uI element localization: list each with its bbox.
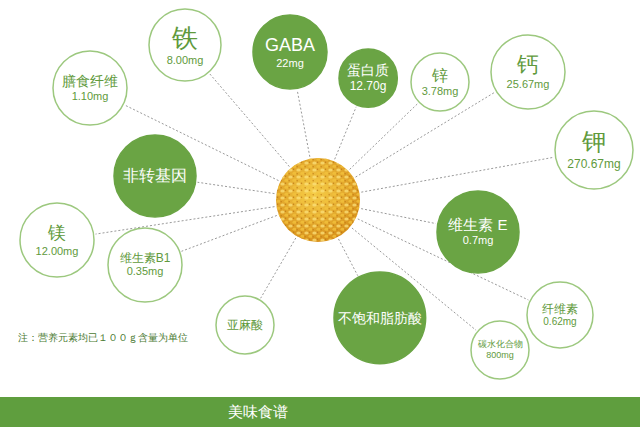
filled-circle: 维生素 E0.7mg <box>436 190 520 274</box>
filled-circle: 不饱和脂肪酸 <box>333 271 427 365</box>
text-holder: 碳水化合物800mg <box>478 339 523 361</box>
circle-shape <box>53 51 127 125</box>
outline-circle: 锌3.78mg <box>410 52 470 112</box>
filled-circle: 蛋白质12.70g <box>338 48 398 108</box>
nutrient-name: 维生素B1 <box>120 251 171 265</box>
circle-shape <box>339 49 397 107</box>
text-holder: 铁8.00mg <box>167 23 204 67</box>
nutrient-value: 12.70g <box>347 79 389 93</box>
leader-line <box>198 182 275 193</box>
nutrient-name: 蛋白质 <box>347 62 389 79</box>
circle-shape <box>527 282 593 348</box>
nutrient-name: 不饱和脂肪酸 <box>338 310 422 327</box>
nutrient-value: 8.00mg <box>167 54 204 67</box>
circle-shape <box>555 111 633 189</box>
outline-circle: 钾270.67mg <box>554 110 634 190</box>
nutrient-name: 镁 <box>36 223 79 245</box>
text-holder: 蛋白质12.70g <box>347 62 389 93</box>
text-holder: 维生素B10.35mg <box>120 251 171 279</box>
leader-line <box>335 107 356 159</box>
nutrient-value: 0.35mg <box>120 266 171 279</box>
filled-circle: GABA22mg <box>252 14 328 90</box>
circle-shape <box>253 15 327 89</box>
nutrient-value: 3.78mg <box>422 85 459 98</box>
outline-circle: 钙25.67mg <box>490 34 566 110</box>
text-holder: 纤维素0.62mg <box>542 302 578 328</box>
nutrient-name: 钙 <box>507 52 550 78</box>
nutrient-name: 亚麻酸 <box>227 318 263 332</box>
nutrient-value: 25.67mg <box>507 79 550 92</box>
outline-circle: 碳水化合物800mg <box>470 320 530 380</box>
text-holder: GABA22mg <box>265 35 315 70</box>
text-holder: 膳食纤维1.10mg <box>62 73 118 103</box>
text-holder: 维生素 E0.7mg <box>448 216 507 247</box>
outline-circle: 镁12.00mg <box>19 202 95 278</box>
leader-line <box>96 207 275 234</box>
note-text: 注：营养元素均已１００ｇ含量为单位 <box>18 332 188 344</box>
leader-lines <box>96 74 554 330</box>
text-holder: 亚麻酸 <box>227 318 263 332</box>
filled-circle: 非转基因 <box>113 134 197 218</box>
nutrient-value: 12.00mg <box>36 244 79 257</box>
circle-shape <box>149 9 221 81</box>
nutrient-name: 维生素 E <box>448 216 507 234</box>
nutrient-name: 美味食谱 <box>228 397 288 427</box>
leader-line <box>361 157 553 192</box>
nutrient-name: 膳食纤维 <box>62 73 118 90</box>
text-holder: 非转基因 <box>123 166 187 185</box>
outline-circle: 纤维素0.62mg <box>526 281 594 349</box>
leader-line <box>182 215 277 251</box>
outline-circle: 膳食纤维1.10mg <box>52 50 128 126</box>
grain-photo <box>276 158 360 242</box>
text-holder: 锌3.78mg <box>422 66 459 98</box>
circle-shape <box>216 296 274 354</box>
leader-line <box>261 238 296 298</box>
nutrient-name: 铁 <box>167 23 204 54</box>
circle-shape <box>20 203 94 277</box>
outline-circle: 铁8.00mg <box>148 8 222 82</box>
text-holder: 钙25.67mg <box>507 52 550 92</box>
nutrient-name: 碳水化合物 <box>478 339 523 350</box>
leader-line <box>338 239 357 276</box>
circle-shape <box>411 53 469 111</box>
circle-shape <box>114 135 196 217</box>
leader-line <box>297 90 310 156</box>
outline-circle: 亚麻酸 <box>215 295 275 355</box>
circle-shape <box>334 272 426 364</box>
nutrient-name: GABA <box>265 35 315 57</box>
nutrient-value: 1.10mg <box>62 90 118 103</box>
grain-texture <box>276 158 360 242</box>
circle-shape <box>108 228 182 302</box>
outline-circle: 维生素B10.35mg <box>107 227 183 303</box>
nutrient-value: 0.7mg <box>448 234 507 247</box>
leader-line <box>210 74 290 167</box>
circle-shape <box>437 191 519 273</box>
nutrient-value: 800mg <box>478 350 523 361</box>
nutrient-name: 钾 <box>567 128 620 157</box>
text-holder: 镁12.00mg <box>36 223 79 258</box>
nutrient-value: 270.67mg <box>567 157 620 171</box>
text-holder: 不饱和脂肪酸 <box>338 310 422 327</box>
nutrient-value: 22mg <box>265 56 315 69</box>
circle-shape <box>491 35 565 109</box>
text-holder: 钾270.67mg <box>567 128 620 171</box>
nutrient-name: 锌 <box>422 66 459 85</box>
footnote: 注：营养元素均已１００ｇ含量为单位 <box>18 332 188 344</box>
circle-shape <box>471 321 529 379</box>
footer-band: 美味食谱 <box>0 397 640 427</box>
nutrient-name: 非转基因 <box>123 166 187 185</box>
nutrient-name: 纤维素 <box>542 302 578 316</box>
nutrient-value: 0.62mg <box>542 316 578 328</box>
leader-line <box>361 209 436 224</box>
